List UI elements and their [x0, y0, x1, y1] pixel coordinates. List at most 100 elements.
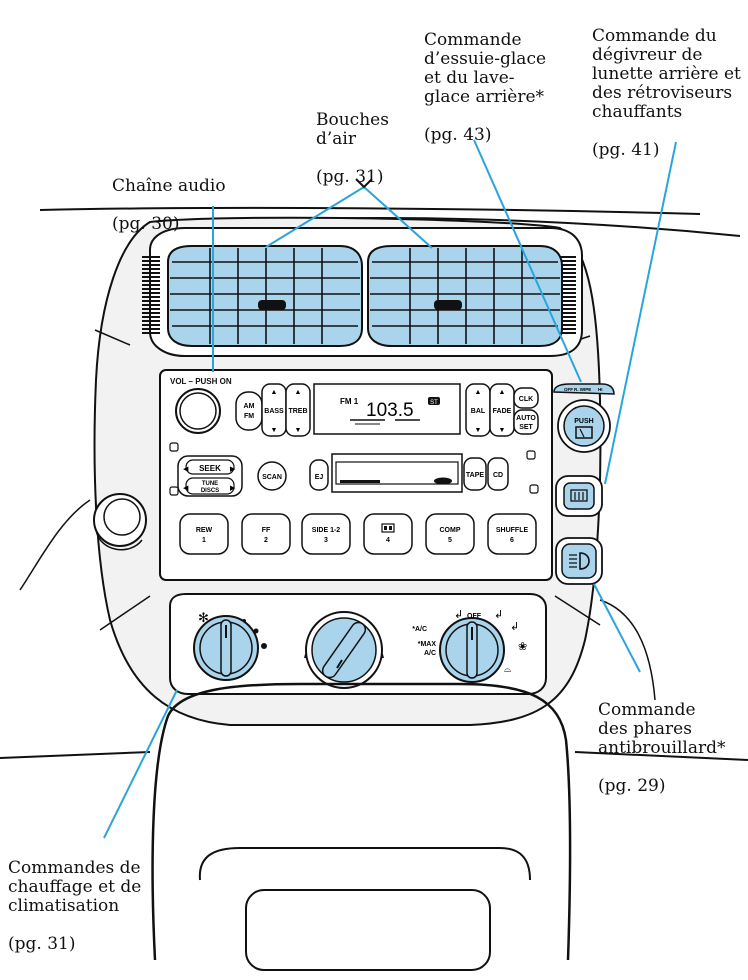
- wiper-off-label: OFF: [564, 387, 573, 392]
- dash-shell-left: [19, 499, 91, 591]
- temperature-knob[interactable]: [304, 611, 384, 689]
- svg-text:▼: ▼: [475, 427, 482, 434]
- balance-rocker[interactable]: ▲ BAL ▼: [465, 383, 491, 437]
- preset-1-button[interactable]: REW 1: [179, 513, 229, 555]
- preset-3-button[interactable]: SIDE 1-2 3: [301, 513, 351, 555]
- audio-callout-title: Chaîne audio: [112, 176, 226, 196]
- vents-callout: Bouches d’air (pg. 31): [316, 92, 389, 206]
- mode-off-label: OFF: [467, 613, 482, 620]
- mode-knob[interactable]: OFF *A/C *MAX A/C ↲ ↲ ↲ ❀ ⌓: [412, 609, 527, 683]
- fog-lamps-callout-page: (pg. 29): [598, 776, 666, 796]
- preset-1-label: REW: [196, 527, 213, 534]
- tape-label: TAPE: [466, 472, 484, 479]
- mode-max-ac-label: A/C: [424, 650, 436, 657]
- climate-callout-page: (pg. 31): [8, 934, 76, 954]
- eject-button[interactable]: EJ: [309, 459, 329, 491]
- climate-callout: Commandes de chauffage et de climatisati…: [8, 840, 141, 973]
- fog-lamp-icon: [569, 552, 590, 570]
- wiper-push-label: PUSH: [574, 418, 593, 425]
- treble-rocker[interactable]: ▲ TREB ▼: [285, 383, 311, 437]
- tune-label: TUNE: [202, 481, 218, 487]
- wiper-hi-label: HI: [598, 387, 603, 392]
- preset-3-number: 3: [324, 537, 328, 544]
- left-vent-ribs: [142, 256, 160, 334]
- defrost-mode-icon: ⌓: [504, 664, 511, 674]
- preset-4-button[interactable]: 4: [363, 513, 413, 555]
- mode-max-label: *MAX: [418, 641, 437, 648]
- right-vent-tab[interactable]: [434, 300, 462, 310]
- stereo-label: ST: [430, 400, 438, 406]
- volume-knob[interactable]: [175, 388, 221, 434]
- preset-1-number: 1: [202, 537, 206, 544]
- right-air-vent[interactable]: [367, 245, 563, 347]
- svg-text:▼: ▼: [295, 427, 302, 434]
- auto-set-button[interactable]: AUTO SET: [513, 409, 539, 435]
- wiper-wipe-label: R. WIPE: [574, 387, 591, 392]
- fan-speed-knob[interactable]: ✻: [193, 610, 267, 681]
- svg-text:▶: ▶: [230, 485, 236, 492]
- dolby-icon: [381, 523, 395, 533]
- bass-rocker[interactable]: ▲ BASS ▼: [261, 383, 287, 437]
- rear-wiper-callout-title: Commande d’essuie-glace et du lave- glac…: [424, 30, 547, 107]
- preset-6-number: 6: [510, 537, 514, 544]
- preset-2-number: 2: [264, 537, 268, 544]
- left-air-vent[interactable]: [167, 245, 363, 347]
- svg-text:▼: ▼: [271, 427, 278, 434]
- left-vent-tab[interactable]: [258, 300, 286, 310]
- am-fm-button[interactable]: AM FM: [235, 391, 263, 431]
- floor-defrost-mode-icon: ❀: [518, 641, 527, 653]
- vents-callout-title: Bouches d’air: [316, 110, 389, 149]
- rear-defrost-button[interactable]: [555, 475, 603, 517]
- clk-label: CLK: [519, 396, 533, 403]
- fog-lamp-button[interactable]: [555, 537, 603, 585]
- console-bin: [245, 889, 491, 971]
- tape-button[interactable]: TAPE: [463, 457, 487, 491]
- svg-text:▲: ▲: [271, 389, 278, 396]
- preset-5-label: COMP: [440, 527, 461, 534]
- set-label: SET: [519, 424, 533, 431]
- fog-lamps-callout: Commande des phares antibrouillard* (pg.…: [598, 682, 726, 815]
- svg-text:▶: ▶: [230, 466, 236, 473]
- preset-4-number: 4: [386, 537, 390, 544]
- preset-6-button[interactable]: SHUFFLE 6: [487, 513, 537, 555]
- clock-button[interactable]: CLK: [513, 387, 539, 409]
- rear-wiper-switch[interactable]: OFF R. WIPE HI PUSH: [553, 383, 615, 453]
- svg-text:◀: ◀: [183, 485, 189, 492]
- climate-callout-title: Commandes de chauffage et de climatisati…: [8, 858, 142, 916]
- leader-lines: [103, 139, 677, 839]
- treb-label: TREB: [288, 408, 307, 415]
- audio-callout-page: (pg. 30): [112, 214, 180, 234]
- band-display: FM 1: [340, 397, 359, 406]
- dash-top-line: [39, 206, 701, 215]
- preset-5-button[interactable]: COMP 5: [425, 513, 475, 555]
- scan-button[interactable]: SCAN: [257, 461, 287, 491]
- svg-text:▲: ▲: [295, 389, 302, 396]
- rear-wiper-icon: [575, 426, 593, 439]
- floor-mode-icon: ↲: [510, 621, 519, 633]
- vents-callout-page: (pg. 31): [316, 167, 384, 187]
- svg-text:▲: ▲: [499, 389, 506, 396]
- cd-label: CD: [493, 472, 503, 479]
- fade-rocker[interactable]: ▲ FADE ▼: [489, 383, 515, 437]
- bass-label: BASS: [264, 408, 284, 415]
- am-label: AM: [244, 403, 255, 410]
- rear-wiper-callout-page: (pg. 43): [424, 125, 492, 145]
- fog-lamps-callout-title: Commande des phares antibrouillard*: [598, 700, 726, 758]
- seek-tune-rocker[interactable]: SEEK ◀ ▶ TUNE DISCS ◀ ▶: [177, 455, 243, 497]
- radio-display: FM 1 103.5 ST: [313, 383, 461, 435]
- lower-console: [151, 682, 572, 961]
- headlamp-knob[interactable]: [93, 493, 147, 551]
- vol-label: VOL – PUSH ON: [170, 377, 232, 386]
- preset-2-label: FF: [262, 527, 271, 534]
- dash-shell-right: [599, 599, 656, 701]
- stereo-indicator: [428, 397, 440, 405]
- cd-button[interactable]: CD: [487, 457, 509, 491]
- rear-defrost-icon: [570, 489, 588, 502]
- ej-label: EJ: [315, 474, 324, 481]
- scan-label: SCAN: [262, 474, 282, 481]
- preset-2-button[interactable]: FF 2: [241, 513, 291, 555]
- fm-label: FM: [244, 413, 254, 420]
- tape-slot[interactable]: [331, 453, 463, 493]
